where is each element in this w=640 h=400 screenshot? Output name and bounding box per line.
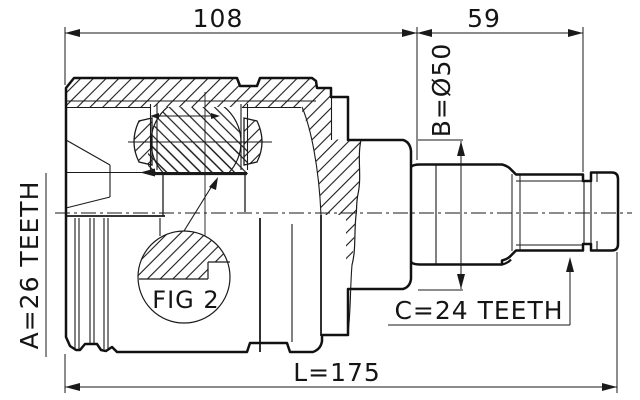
part-silhouettes: [64, 76, 620, 354]
arrow-175-left-icon: [65, 383, 80, 391]
arrow-59-left-icon: [417, 29, 432, 37]
fig2-label: FIG 2: [152, 286, 219, 314]
snap-ring-land: [331, 97, 348, 140]
fig2-leader-line: [183, 180, 216, 232]
section-hatching: [66, 78, 361, 265]
dim-l175-label: L=175: [293, 358, 381, 387]
left-roller: [133, 117, 153, 166]
funnel-upper: [65, 139, 111, 166]
track-arrow-icon: [140, 168, 155, 177]
arrow-108-right-icon: [402, 29, 417, 37]
shaft-step-lower: [501, 258, 512, 266]
trunnion-hatch: [148, 145, 248, 174]
dimensions: [45, 27, 618, 393]
arrow-59-right-icon: [568, 29, 583, 37]
boot-section-hatch: [346, 215, 356, 265]
small-arrow-left-icon: [150, 113, 159, 119]
right-roller: [243, 117, 263, 166]
fig2-detail-balloon: FIG 2: [137, 177, 231, 324]
small-arrow-right-icon: [211, 113, 220, 119]
boot-break-upper: [355, 139, 362, 216]
dim-c24-label: C=24 TEETH: [394, 296, 563, 325]
housing-outline: [64, 76, 413, 354]
arrow-175-right-icon: [602, 383, 617, 391]
shaft-outline: [410, 163, 620, 266]
dim-a26-label: A=26 TEETH: [15, 181, 44, 350]
housing-section-hatch: [66, 78, 361, 215]
dim-b50-label: B=Ø50: [427, 43, 456, 138]
arrow-b-up-icon: [457, 141, 465, 156]
arrow-c-up-icon: [566, 257, 574, 272]
dim-59-label: 59: [467, 4, 501, 33]
dim-108-label: 108: [193, 4, 244, 33]
fig2-leader-arrow-icon: [209, 177, 218, 190]
arrow-108-left-icon: [65, 29, 80, 37]
arrow-b-down-icon: [457, 274, 465, 289]
funnel-lower: [65, 196, 111, 209]
